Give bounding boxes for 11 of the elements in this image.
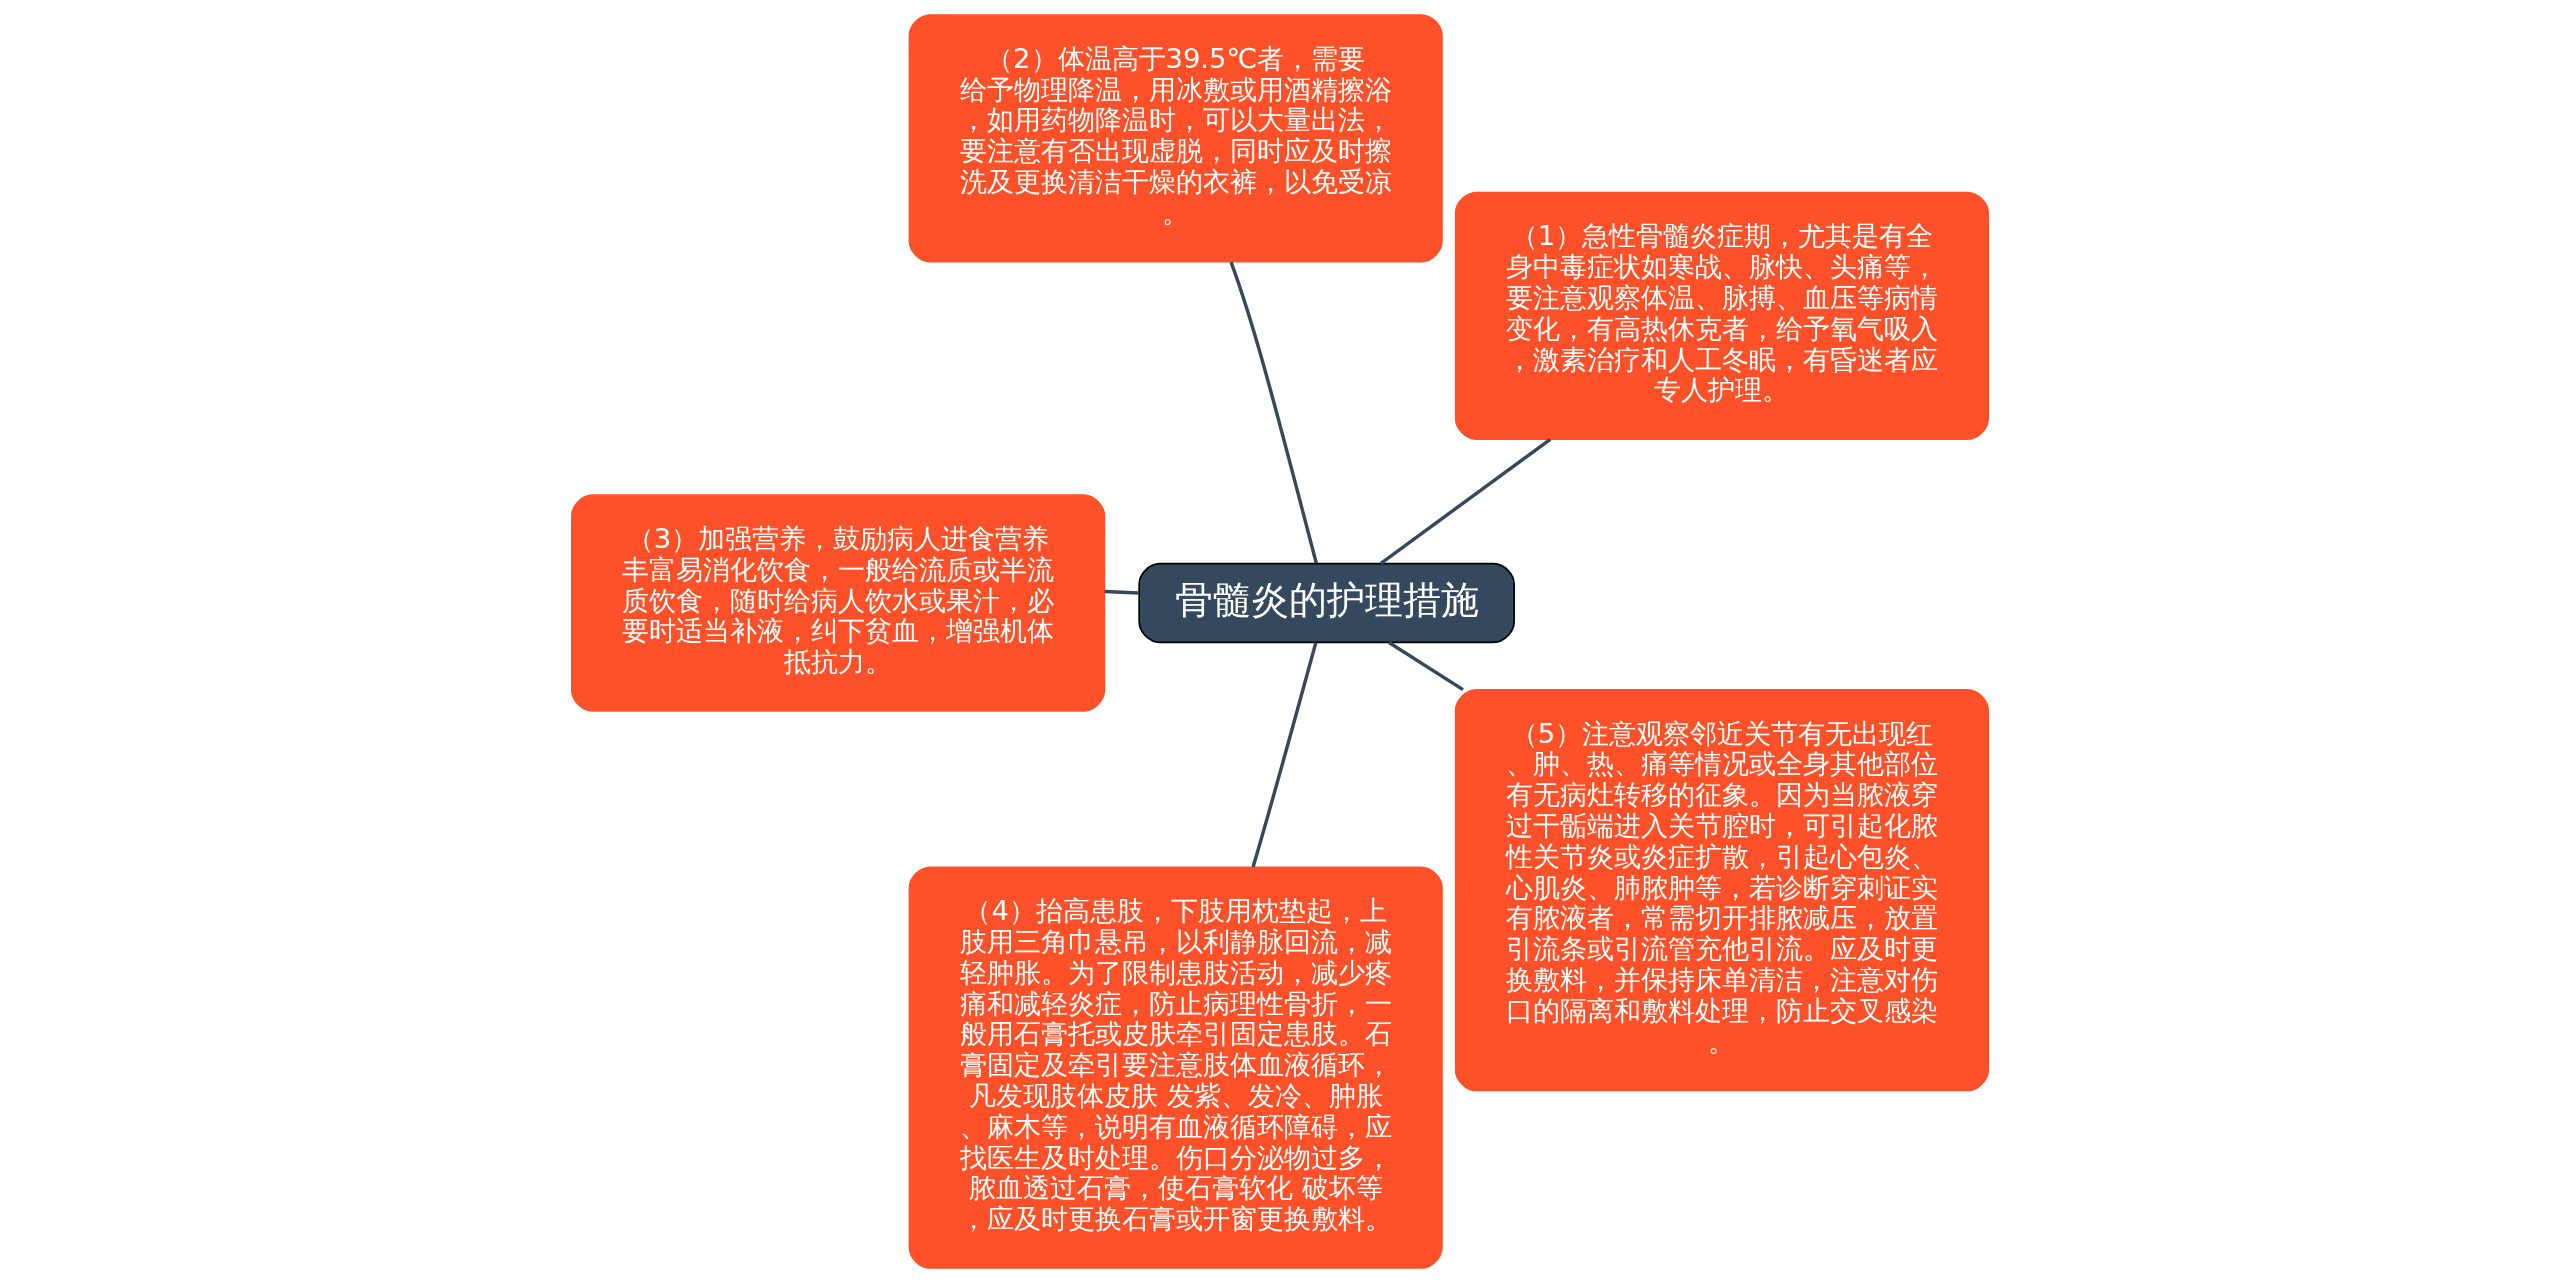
- node-box: （5）注意观察邻近关节有无出现红、肿、热、痛等情况或全身其他部位有无病灶转移的征象。因为当脓液穿过干骺端进入关节腔时，可引起化脓性关节炎或炎症扩散，引起心包炎、心肌炎、肺脓肿等，若诊断穿刺证实有脓液者，常需切开排脓减压，放置引流条或引流管充他引流。应及时更换敷料，并保持床单清洁，注意对伤口的隔离和敷料处理，防止交叉感染。: [1454, 688, 1989, 1092]
- node-box: 骨髓炎的护理措施: [1138, 562, 1515, 644]
- node-box: （1）急性骨髓炎症期，尤其是有全身中毒症状如寒战、脉快、头痛等，要注意观察体温、脉搏、血压等病情变化，有高热休克者，给予氧气吸入，激素治疗和人工冬眠，有昏迷者应专人护理。: [1454, 191, 1989, 440]
- node-box: （3）加强营养，鼓励病人进食营养丰富易消化饮食，一般给流质或半流质饮食，随时给病人饮水或果汁，必要时适当补液，纠下贫血，增强机体抵抗力。: [571, 494, 1106, 712]
- connector: [1229, 261, 1318, 564]
- node-box: （4）抬高患肢，下肢用枕垫起，上肢用三角巾悬吊，以利静脉回流，减轻肿胀。为了限制患肢活动，减少疼痛和减轻炎症，防止病理性骨折，一般用石膏托或皮肤牵引固定患肢。石膏固定及牵引要注意肢体血液循环，凡发现肢体皮肤 发紫、发冷、肿胀、麻木等，说明有血液循环障碍，应找医生及时处理。伤口分泌物过多，脓血透过石膏，使石膏软化 破坏等，应及时更换石膏或开窗更换敷料。: [908, 866, 1443, 1269]
- connector: [1104, 589, 1140, 595]
- connector: [1388, 641, 1464, 692]
- connector: [1379, 438, 1552, 565]
- node-box: （2）体温高于39.5℃者，需要给予物理降温，用冰敷或用酒精擦浴，如用药物降温时，可以大量出法，要注意有否出现虚脱，同时应及时擦洗及更换清洁干燥的衣裤，以免受凉。: [908, 14, 1443, 263]
- connector: [1251, 642, 1318, 868]
